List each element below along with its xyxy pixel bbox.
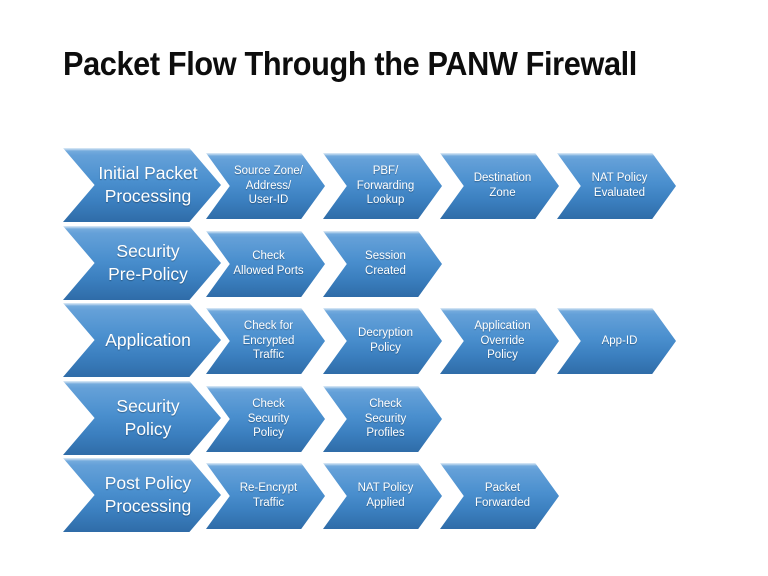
flow-step-chevron[interactable]: Source Zone/Address/User-ID <box>206 153 325 219</box>
flow-stage-chevron[interactable]: Application <box>63 303 221 377</box>
flow-stage-label: Application <box>105 329 191 350</box>
page-title: Packet Flow Through the PANW Firewall <box>63 45 637 82</box>
flow-step-label: App-ID <box>601 334 638 347</box>
flow-step-chevron[interactable]: App-ID <box>557 308 676 374</box>
flow-step-label: Source Zone/Address/User-ID <box>233 164 304 207</box>
